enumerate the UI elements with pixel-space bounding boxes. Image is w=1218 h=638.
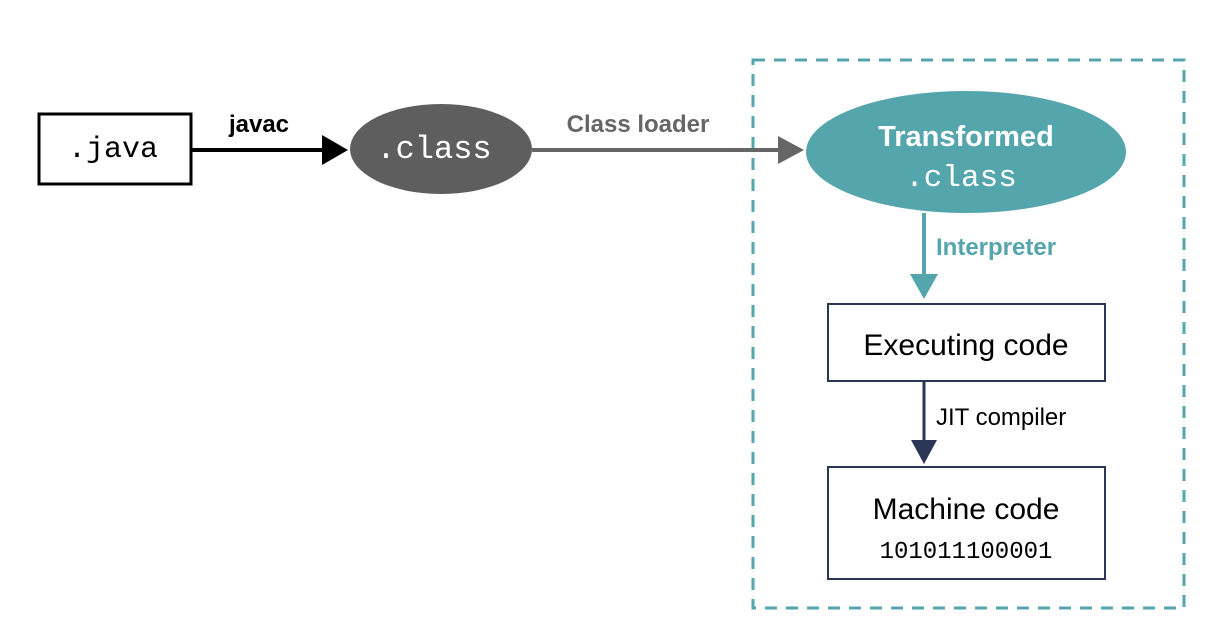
class-file-node: .class: [350, 104, 532, 194]
jit-arrow: [911, 381, 937, 464]
machine-code-node: Machine code 101011100001: [827, 466, 1106, 580]
transformed-title: Transformed: [878, 121, 1054, 153]
executing-code-node: Executing code: [827, 303, 1106, 382]
class-file-label: .class: [376, 131, 491, 168]
transformed-class-node: Transformed .class: [806, 91, 1126, 213]
jit-label: JIT compiler: [936, 404, 1066, 431]
interpreter-label: Interpreter: [936, 234, 1056, 261]
interpreter-arrow: [910, 213, 938, 299]
jvm-boundary: [751, 58, 1186, 610]
machine-code-bits: 101011100001: [880, 539, 1053, 566]
javac-arrow: [191, 135, 348, 165]
java-source-node: .java: [37, 112, 193, 186]
javac-label: javac: [228, 111, 289, 138]
class-loader-arrow: [532, 136, 804, 164]
executing-code-label: Executing code: [863, 329, 1068, 362]
class-loader-label: Class loader: [567, 111, 710, 138]
machine-code-label: Machine code: [873, 493, 1060, 526]
transformed-subtitle: .class: [905, 161, 1017, 196]
java-source-label: .java: [68, 133, 158, 167]
